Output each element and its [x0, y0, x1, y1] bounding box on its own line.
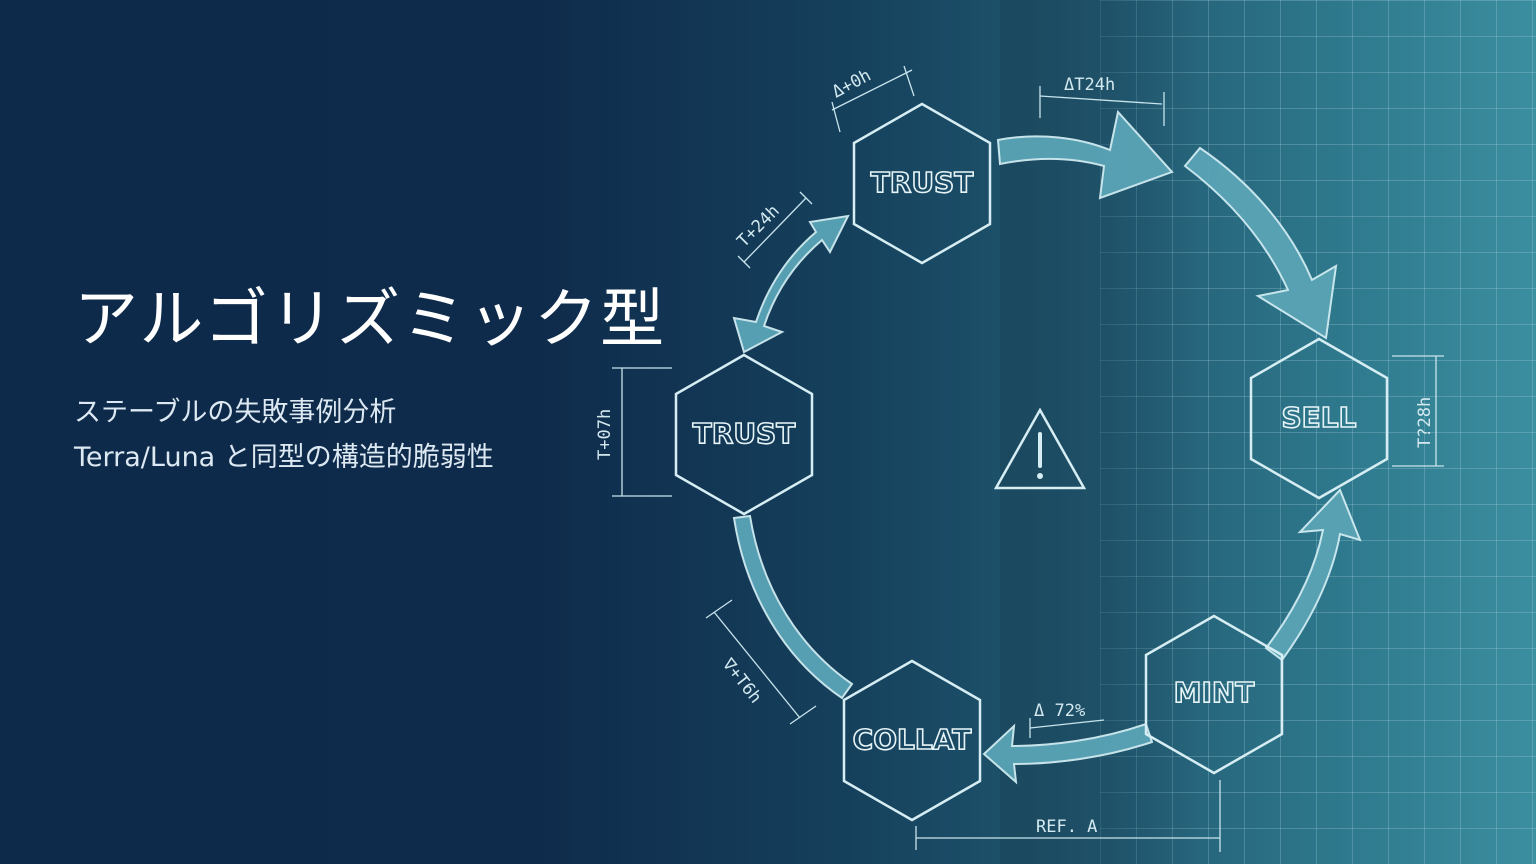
arrow-mint-to-collat [982, 722, 1154, 785]
node-trust-left: TRUST [674, 353, 814, 516]
node-trust-top: TRUST [852, 102, 992, 265]
annotation-ref: REF. A [915, 780, 1221, 852]
node-sell: SELL [1249, 337, 1389, 500]
annotation-mint-collat: Δ 72% [1029, 701, 1105, 738]
annotation-right-vertical: T?28h [1392, 355, 1444, 467]
arrow-trust-double [732, 214, 850, 354]
annotation-ref-text: REF. A [1036, 817, 1097, 837]
subtitle-line1: ステーブルの失敗事例分析 [74, 397, 397, 428]
node-collat: COLLAT [842, 659, 982, 822]
annotation-mint-collat-text: Δ 72% [1034, 701, 1085, 721]
node-collat-label: COLLAT [853, 723, 972, 756]
annotation-trust-sell: ΔT24h [1039, 75, 1165, 126]
annotation-delta-top: Δ+0h [829, 66, 915, 133]
annotation-trust-cycle-text: T+24h [733, 201, 783, 251]
arrow-mint-to-sell [1264, 488, 1362, 662]
annotation-bottom-left-text: ∇+T6h [717, 654, 765, 707]
node-sell-label: SELL [1282, 401, 1357, 434]
arrow-collat-to-trust [732, 514, 854, 700]
annotation-left-vertical: T+07h [595, 367, 672, 497]
arrow-trust-to-sell-2 [1183, 146, 1338, 340]
node-trust-top-label: TRUST [871, 166, 974, 199]
arrow-trust-to-sell-1 [996, 109, 1174, 200]
annotation-left-vertical-text: T+07h [595, 409, 615, 460]
node-trust-left-label: TRUST [693, 417, 796, 450]
annotation-delta-top-text: Δ+0h [829, 66, 875, 103]
annotation-right-vertical-text: T?28h [1415, 397, 1435, 448]
annotation-trust-sell-text: ΔT24h [1064, 75, 1115, 95]
page-title: アルゴリズミック型 [74, 283, 667, 357]
warning-icon [993, 407, 1087, 490]
node-mint-label: MINT [1174, 676, 1255, 709]
arrows [732, 109, 1362, 785]
node-mint: MINT [1144, 614, 1284, 775]
subtitle-line2: Terra/Luna と同型の構造的脆弱性 [74, 442, 494, 473]
